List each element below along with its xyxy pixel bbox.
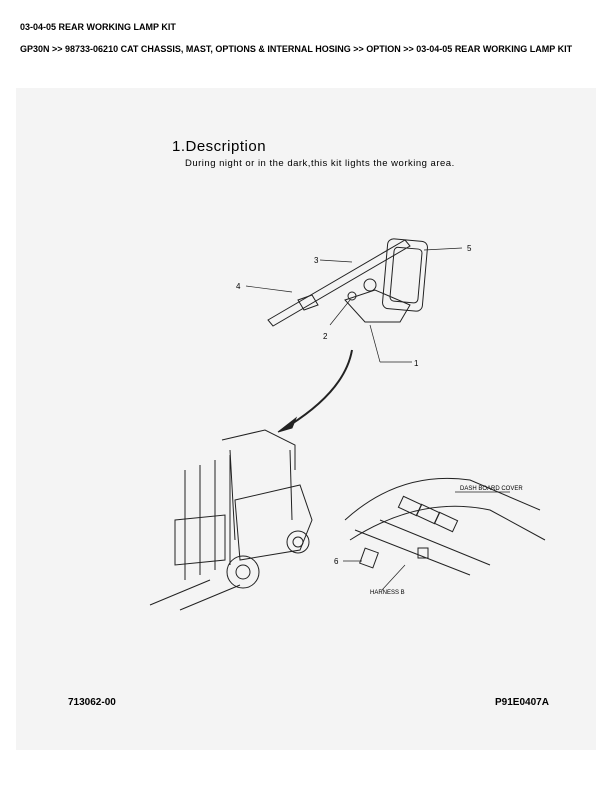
svg-text:3: 3 [314, 256, 319, 265]
svg-text:6: 6 [334, 557, 339, 566]
svg-text:5: 5 [467, 244, 472, 253]
callout-lines [245, 247, 510, 591]
parts-diagram [16, 88, 596, 750]
page-title: 03-04-05 REAR WORKING LAMP KIT [20, 22, 176, 32]
description-title: 1.Description [172, 138, 267, 155]
dashboard-illustration [344, 477, 546, 576]
svg-text:DASH BOARD COVER: DASH BOARD COVER [460, 486, 523, 492]
lamp-kit-illustration [267, 238, 428, 327]
drawing-number: 713062-00 [68, 697, 116, 708]
description-text: During night or in the dark,this kit lig… [185, 158, 455, 169]
svg-text:4: 4 [236, 282, 241, 291]
breadcrumb[interactable]: GP30N >> 98733-06210 CAT CHASSIS, MAST, … [20, 44, 573, 54]
svg-text:HARNESS B: HARNESS B [370, 590, 405, 596]
callout-labels: 4 3 2 1 5 6 DASH BOARD COVER HARNESS B [236, 244, 523, 596]
arrow-icon [289, 349, 353, 426]
page-code: P91E0407A [495, 697, 549, 708]
svg-text:2: 2 [323, 332, 328, 341]
forklift-illustration [149, 429, 313, 611]
svg-text:1: 1 [414, 359, 419, 368]
